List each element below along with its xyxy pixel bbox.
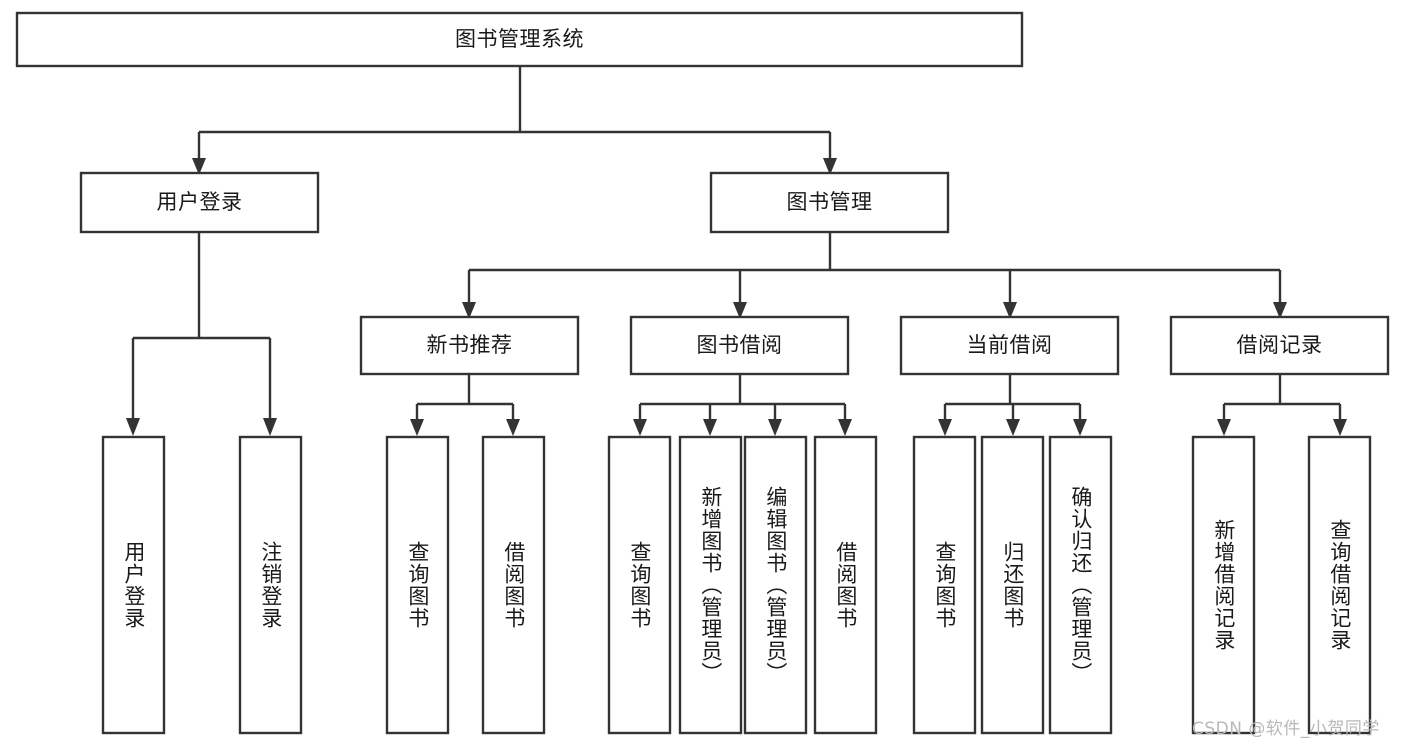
node-box-leaf-add-book[interactable] [678, 435, 743, 735]
node-box-leaf-return-book[interactable] [980, 435, 1045, 735]
node-box-user-login[interactable] [79, 171, 320, 234]
arrow-head-to-book-borrow [733, 302, 747, 319]
node-box-leaf-query-book-2[interactable] [607, 435, 672, 735]
node-box-leaf-add-record[interactable] [1191, 435, 1256, 735]
connector-root-to-level1 [197, 66, 832, 160]
arrow-head-to-leaf-user-login [126, 418, 140, 436]
connector-borrow-record-to-leaves [1222, 374, 1342, 421]
connector-user-login-to-leaves [131, 232, 272, 420]
node-box-root[interactable] [15, 11, 1024, 68]
node-box-new-book[interactable] [359, 315, 580, 376]
arrow-head-to-leaf-add-book [703, 419, 717, 436]
node-box-leaf-logout[interactable] [238, 435, 303, 735]
arrow-head-to-current-borrow [1003, 302, 1017, 319]
node-box-leaf-query-book-1[interactable] [385, 435, 450, 735]
arrow-head-to-new-book [462, 302, 476, 319]
arrow-head-to-leaf-borrow-book-1 [506, 419, 520, 436]
arrow-head-to-leaf-edit-book [768, 419, 782, 436]
arrow-head-to-borrow-record [1273, 302, 1287, 319]
arrow-head-to-leaf-query-record [1333, 419, 1347, 436]
connector-book-borrow-to-leaves [638, 374, 847, 421]
node-box-leaf-query-book-3[interactable] [912, 435, 977, 735]
node-box-leaf-user-login[interactable] [101, 435, 166, 735]
node-box-leaf-edit-book[interactable] [743, 435, 808, 735]
arrow-head-to-leaf-query-book-3 [938, 419, 952, 436]
arrow-head-to-leaf-logout [263, 418, 277, 436]
node-box-leaf-borrow-book-1[interactable] [481, 435, 546, 735]
node-box-borrow-record[interactable] [1169, 315, 1390, 376]
arrow-head-to-leaf-add-record [1217, 419, 1231, 436]
arrow-head-to-user-login [192, 158, 206, 175]
arrow-head-to-leaf-borrow-book-2 [838, 419, 852, 436]
node-box-leaf-query-record[interactable] [1307, 435, 1372, 735]
connector-current-borrow-to-leaves [943, 374, 1082, 421]
arrow-head-to-leaf-return-book [1006, 419, 1020, 436]
arrow-head-to-leaf-confirm-return [1073, 419, 1087, 436]
arrow-head-to-leaf-query-book-2 [633, 419, 647, 436]
node-box-current-borrow[interactable] [899, 315, 1120, 376]
connector-new-book-to-leaves [415, 374, 515, 421]
node-box-book-borrow[interactable] [629, 315, 850, 376]
node-box-book-manage[interactable] [709, 171, 950, 234]
arrow-head-to-book-manage [823, 158, 837, 175]
arrow-head-to-leaf-query-book-1 [410, 419, 424, 436]
connector-book-manage-to-level2 [467, 232, 1282, 304]
node-box-leaf-confirm-return[interactable] [1048, 435, 1113, 735]
node-box-leaf-borrow-book-2[interactable] [813, 435, 878, 735]
